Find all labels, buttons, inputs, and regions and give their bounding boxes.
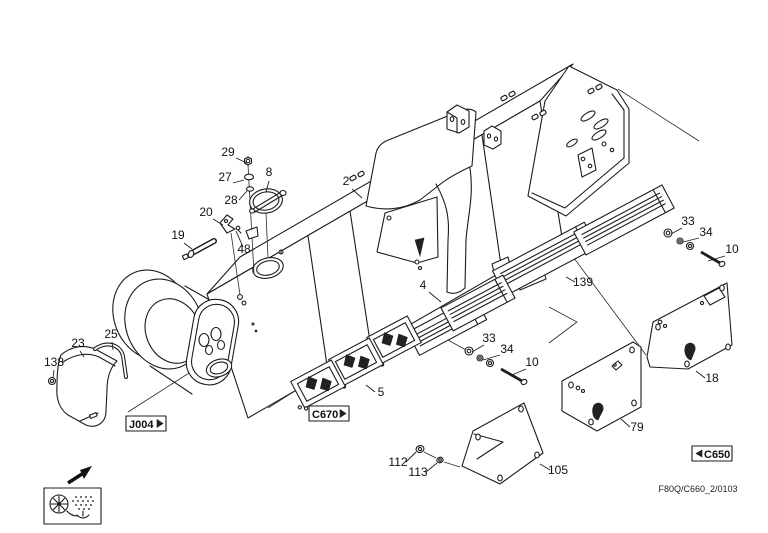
part-label: 19 <box>171 228 185 242</box>
part-label: 138 <box>44 355 64 369</box>
part-2-housing <box>206 63 630 419</box>
part-label: 139 <box>573 275 593 289</box>
end-plate <box>185 298 240 386</box>
part-label: 105 <box>548 463 568 477</box>
fastener-set-112-113 <box>415 444 461 468</box>
part-19-handle <box>181 238 217 261</box>
forward-arrow-icon <box>339 408 347 419</box>
ref-box-c650[interactable]: C650 <box>691 445 733 462</box>
part-139-wear-plates <box>491 184 675 297</box>
part-label: 23 <box>71 336 85 350</box>
part-label: 5 <box>378 385 385 399</box>
part-25-bail <box>93 342 128 379</box>
part-label: 28 <box>224 193 238 207</box>
part-label: 20 <box>199 205 213 219</box>
fastener-set-right <box>663 228 726 268</box>
part-label: 34 <box>699 225 713 239</box>
top-brackets <box>446 104 502 150</box>
part-label: 2 <box>343 174 350 188</box>
leader-lines <box>52 157 726 473</box>
part-27-washer <box>243 173 255 181</box>
part-label: 27 <box>218 170 232 184</box>
drum <box>112 269 216 395</box>
part-20-bracket <box>219 214 242 296</box>
part-label: 4 <box>420 278 427 292</box>
part-8-cap-assembly <box>243 156 287 274</box>
part-label: 112 <box>388 455 407 469</box>
part-label: 48 <box>237 242 251 256</box>
part-label: 113 <box>408 465 427 479</box>
chute <box>435 183 450 293</box>
part-138-nut <box>47 376 57 386</box>
part-18-plate <box>646 282 733 370</box>
part-label: 18 <box>705 371 719 385</box>
fastener-set-center <box>464 346 528 386</box>
ref-box-label: J004 <box>129 419 154 431</box>
ref-box-label: C670 <box>312 409 338 421</box>
straw-chopper-icon <box>43 487 102 525</box>
edge-clips <box>349 83 603 182</box>
part-23-guard <box>56 346 118 427</box>
forward-arrow-icon <box>156 418 164 429</box>
part-29-nut <box>243 156 253 166</box>
part-label: 33 <box>482 331 496 345</box>
hump <box>365 108 477 210</box>
part-label: 25 <box>104 327 118 341</box>
part-label: 10 <box>525 355 539 369</box>
ref-box-c670[interactable]: C670 <box>308 405 350 422</box>
part-79-plate <box>561 341 642 432</box>
drawing-code: F80Q/C660_2/0103 <box>658 484 737 494</box>
part-label: 34 <box>500 342 514 356</box>
part-105-plate <box>461 402 544 485</box>
part-label: 29 <box>221 145 235 159</box>
part-number-labels: 29 27 8 28 20 19 48 2 4 5 33 34 10 33 34… <box>44 145 739 479</box>
part-label: 79 <box>630 420 644 434</box>
part-5-knife-plates <box>290 315 422 411</box>
part-label: 8 <box>266 165 273 179</box>
cap <box>245 188 287 259</box>
part-28-washer <box>245 186 255 192</box>
part-label: 33 <box>681 214 695 228</box>
ref-box-label: C650 <box>704 449 730 461</box>
part-label: 10 <box>725 242 739 256</box>
shield-plate <box>376 196 439 271</box>
ref-box-j004[interactable]: J004 <box>125 415 167 432</box>
direction-arrow-icon <box>67 466 92 485</box>
side-panel <box>527 65 630 217</box>
back-arrow-icon <box>695 449 703 458</box>
filler-port <box>252 249 284 279</box>
